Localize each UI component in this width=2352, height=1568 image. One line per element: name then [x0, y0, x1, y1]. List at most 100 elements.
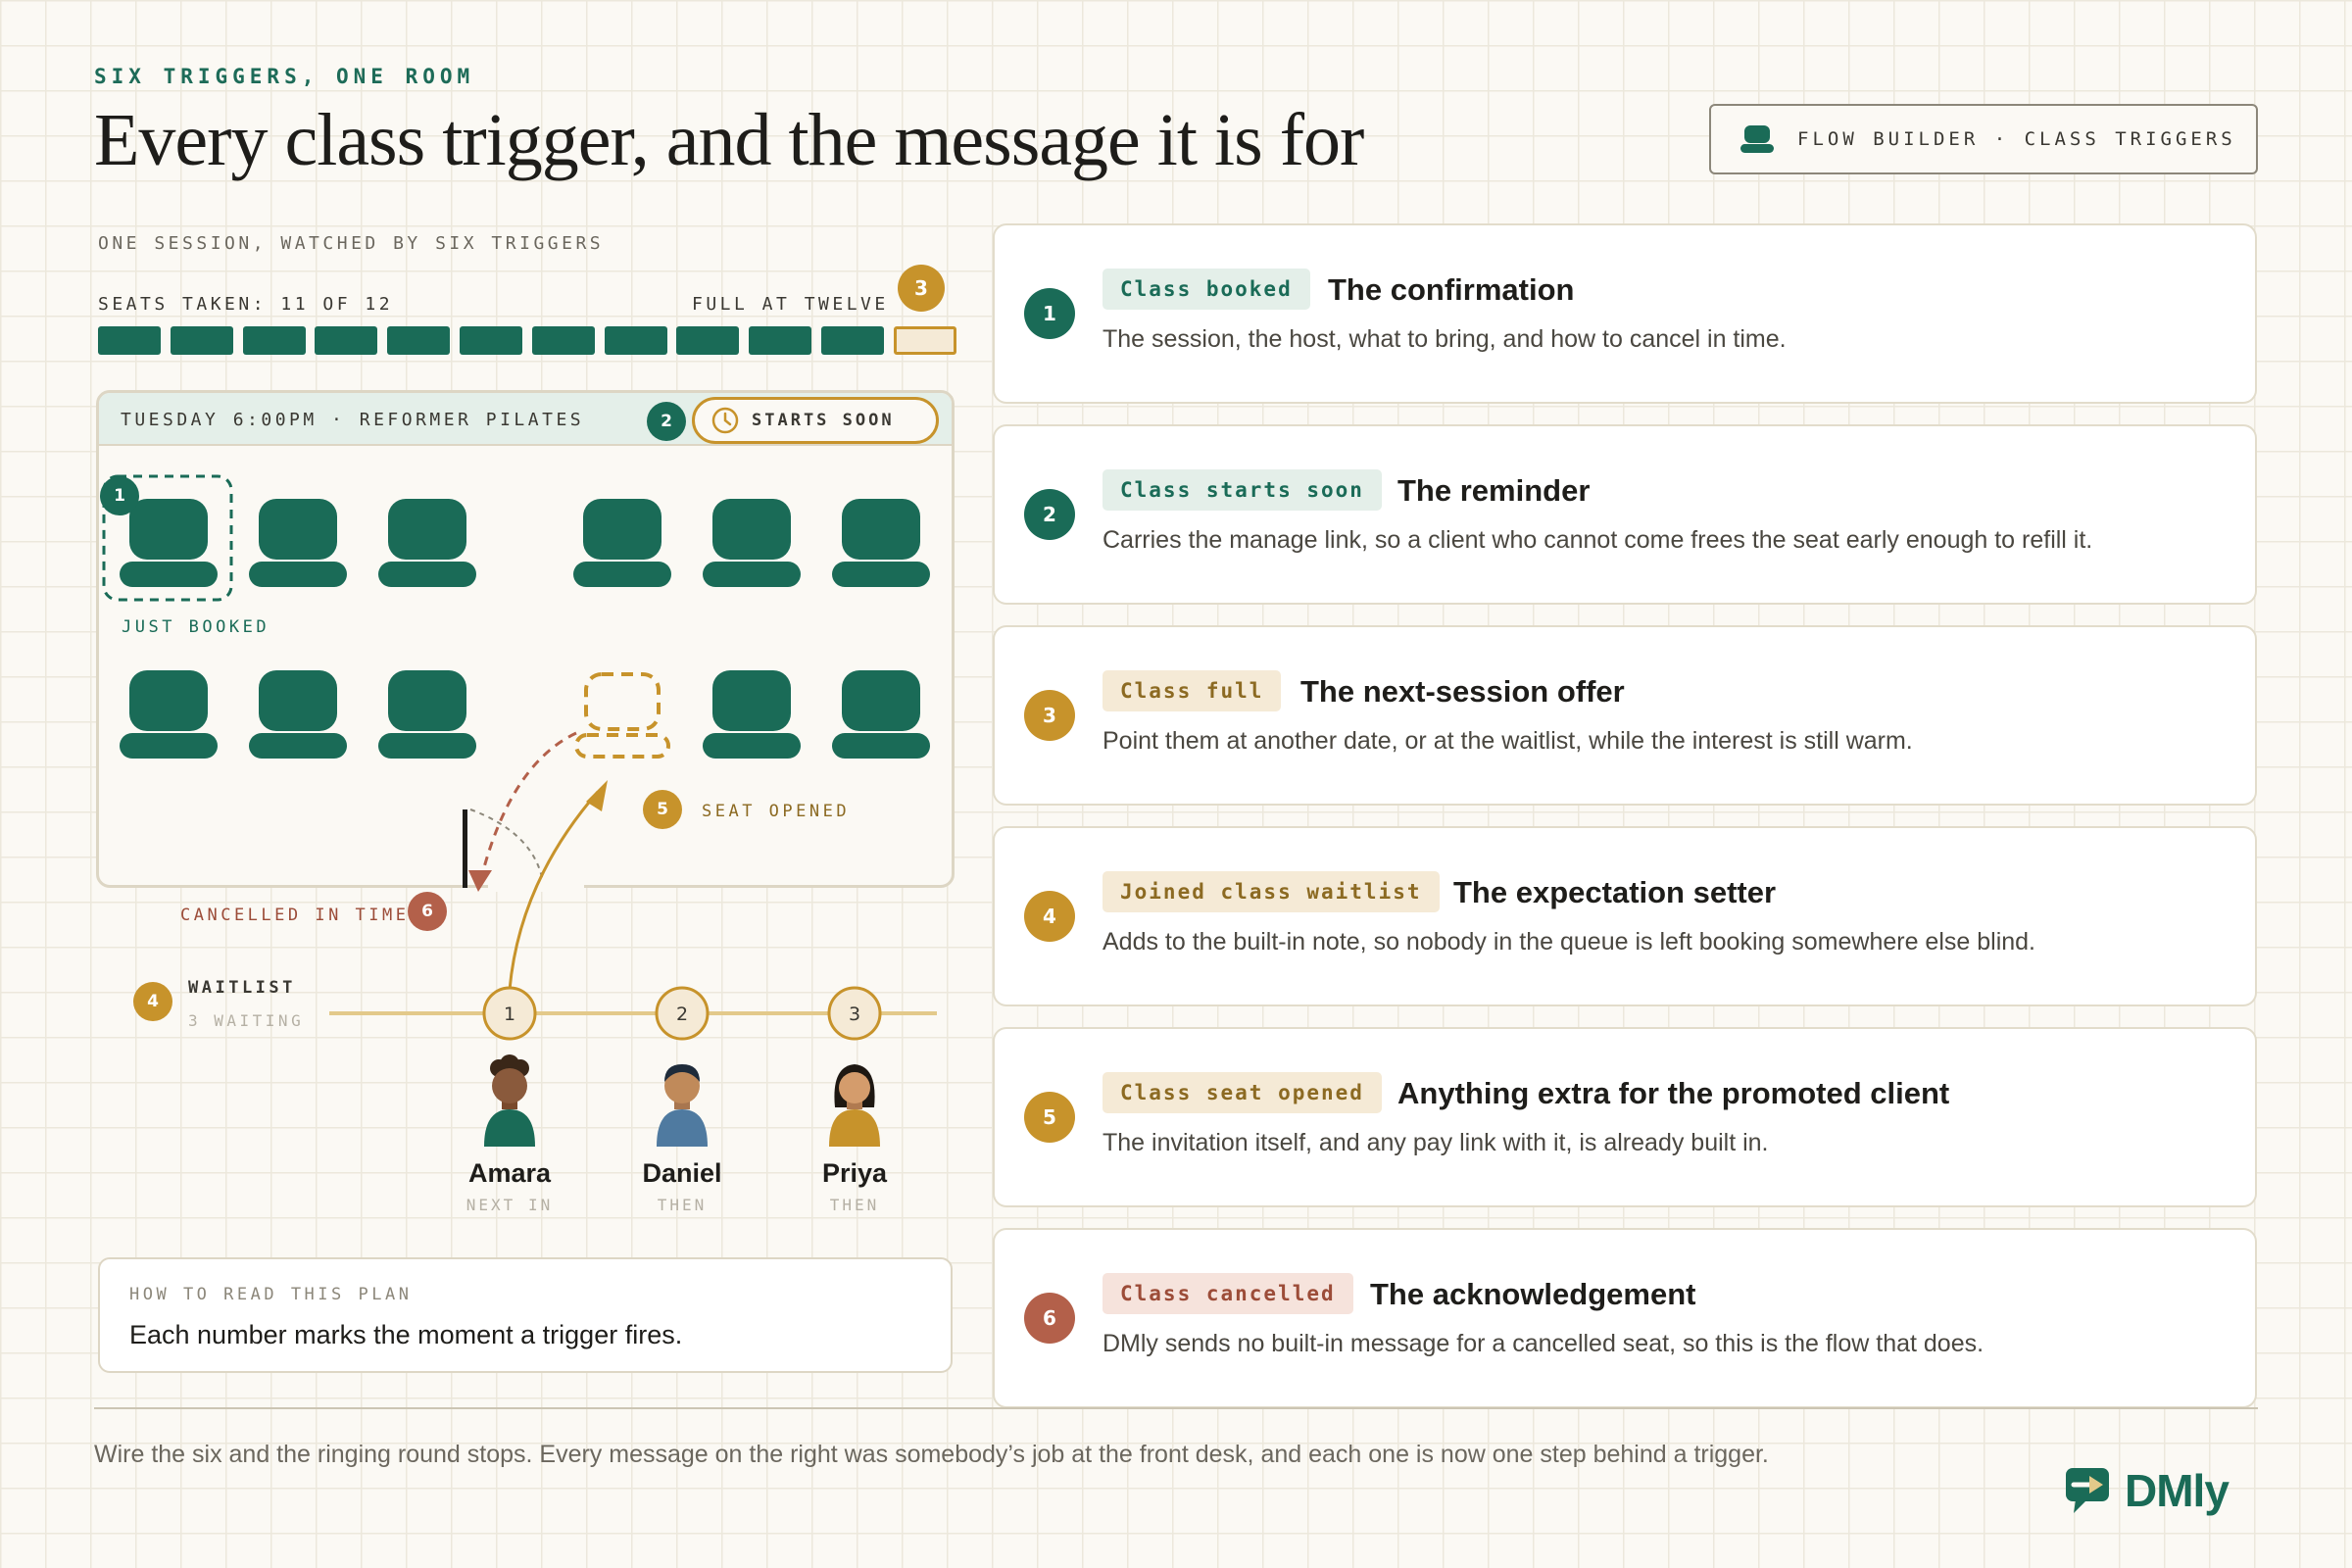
seat	[120, 670, 218, 759]
seat-segment-taken	[387, 326, 451, 355]
card-title: The expectation setter	[1453, 875, 1777, 909]
howto-eyebrow: HOW TO READ THIS PLAN	[129, 1285, 413, 1304]
promote-arrowhead	[586, 780, 608, 811]
queue-position-1: 1	[482, 986, 537, 1041]
seat-segment-taken	[98, 326, 161, 355]
seat-opened-label: SEAT OPENED	[702, 802, 851, 821]
marker-1: 1	[100, 476, 139, 515]
seat-segment-taken	[170, 326, 233, 355]
seat-segment-taken	[531, 326, 595, 355]
starts-soon-label: STARTS SOON	[752, 411, 895, 430]
svg-text:2: 2	[676, 1004, 688, 1025]
card-number: 5	[1024, 1092, 1075, 1143]
room-title: TUESDAY 6:00PM · REFORMER PILATES	[121, 410, 585, 430]
badge-label: FLOW BUILDER · CLASS TRIGGERS	[1797, 128, 2236, 150]
starts-soon-pill: STARTS SOON	[692, 397, 939, 444]
trigger-card-2: 2 Class starts soon The reminder Carries…	[993, 424, 2257, 605]
clock-icon	[711, 407, 739, 434]
avatar-amara	[484, 1054, 535, 1147]
flow-builder-badge: FLOW BUILDER · CLASS TRIGGERS	[1709, 104, 2258, 174]
svg-text:3: 3	[849, 1004, 860, 1025]
full-at-label: FULL AT TWELVE	[692, 294, 889, 315]
seats-taken-label: SEATS TAKEN: 11 OF 12	[98, 294, 394, 315]
avatar-daniel	[657, 1064, 708, 1147]
card-body: Carries the manage link, so a client who…	[1102, 526, 2093, 554]
trigger-tag: Class booked	[1102, 269, 1310, 310]
open-seat	[574, 672, 670, 759]
queue-position-3: 3	[827, 986, 882, 1041]
page-title: Every class trigger, and the message it …	[94, 99, 1364, 181]
card-title: The next-session offer	[1300, 674, 1625, 709]
marker-4: 4	[133, 982, 172, 1021]
trigger-card-4: 4 Joined class waitlist The expectation …	[993, 826, 2257, 1006]
door-frame	[463, 809, 467, 888]
seat	[378, 499, 476, 587]
trigger-tag: Class seat opened	[1102, 1072, 1382, 1113]
how-to-read-box: HOW TO READ THIS PLAN Each number marks …	[98, 1257, 953, 1373]
seat	[703, 499, 801, 587]
eyebrow: SIX TRIGGERS, ONE ROOM	[94, 65, 475, 88]
seat-segment-taken	[242, 326, 306, 355]
seat-segment-taken	[821, 326, 884, 355]
queue-status: NEXT IN	[466, 1196, 554, 1214]
marker-2: 2	[647, 402, 686, 441]
footer-divider	[94, 1407, 2258, 1409]
card-number: 6	[1024, 1293, 1075, 1344]
seat	[249, 499, 347, 587]
seat-row-2	[120, 670, 930, 759]
waiting-count: 3 WAITING	[188, 1011, 305, 1030]
seat	[832, 499, 930, 587]
seat	[703, 670, 801, 759]
queue-status: THEN	[829, 1196, 880, 1214]
cancel-arrow	[478, 731, 577, 883]
howto-body: Each number marks the moment a trigger f…	[129, 1320, 683, 1349]
just-booked-highlight	[102, 474, 233, 602]
card-body: Point them at another date, or at the wa…	[1102, 727, 1913, 755]
dmly-logo-icon	[2066, 1468, 2109, 1513]
trigger-card-3: 3 Class full The next-session offer Poin…	[993, 625, 2257, 806]
marker-6: 6	[408, 892, 447, 931]
door-swing	[469, 808, 544, 883]
seat	[378, 670, 476, 759]
marker-3: 3	[898, 265, 945, 312]
svg-text:1: 1	[504, 1004, 515, 1025]
seat-segment-taken	[749, 326, 812, 355]
seat-segment-taken	[460, 326, 522, 355]
dmly-logo: DMly	[2125, 1465, 2230, 1516]
seat-segment-empty	[893, 326, 956, 355]
waitlist-label: WAITLIST	[188, 978, 296, 998]
trigger-tag: Class cancelled	[1102, 1273, 1353, 1314]
trigger-card-5: 5 Class seat opened Anything extra for t…	[993, 1027, 2257, 1207]
marker-5: 5	[643, 790, 682, 829]
session-eyebrow: ONE SESSION, WATCHED BY SIX TRIGGERS	[98, 233, 605, 254]
card-title: Anything extra for the promoted client	[1397, 1076, 1950, 1110]
card-title: The reminder	[1397, 473, 1591, 508]
just-booked-label: JUST BOOKED	[122, 617, 270, 637]
card-body: The session, the host, what to bring, an…	[1102, 325, 1787, 353]
card-title: The confirmation	[1328, 272, 1575, 307]
promote-arrow	[508, 791, 600, 991]
seat	[249, 670, 347, 759]
trigger-tag: Class full	[1102, 670, 1282, 711]
card-number: 2	[1024, 489, 1075, 540]
queue-position-2: 2	[655, 986, 710, 1041]
queue-name: Priya	[821, 1158, 888, 1188]
card-body: Adds to the built-in note, so nobody in …	[1102, 928, 2036, 956]
seat	[120, 499, 218, 587]
seat-segment-taken	[604, 326, 667, 355]
seat	[573, 499, 671, 587]
queue-name: Daniel	[642, 1158, 722, 1188]
footer-text: Wire the six and the ringing round stops…	[94, 1441, 1769, 1468]
card-body: The invitation itself, and any pay link …	[1102, 1129, 1769, 1156]
queue-status: THEN	[657, 1196, 708, 1214]
card-number: 3	[1024, 690, 1075, 741]
trigger-tag: Joined class waitlist	[1102, 871, 1440, 912]
room-diagram: 1 2 3	[102, 474, 937, 1147]
trigger-card-6: 6 Class cancelled The acknowledgement DM…	[993, 1228, 2257, 1408]
seat	[832, 670, 930, 759]
seat-segment-taken	[315, 326, 378, 355]
queue-name: Amara	[467, 1158, 552, 1188]
avatar-priya	[829, 1064, 880, 1147]
seat-segment-taken	[676, 326, 740, 355]
seat-icon	[1740, 125, 1774, 153]
